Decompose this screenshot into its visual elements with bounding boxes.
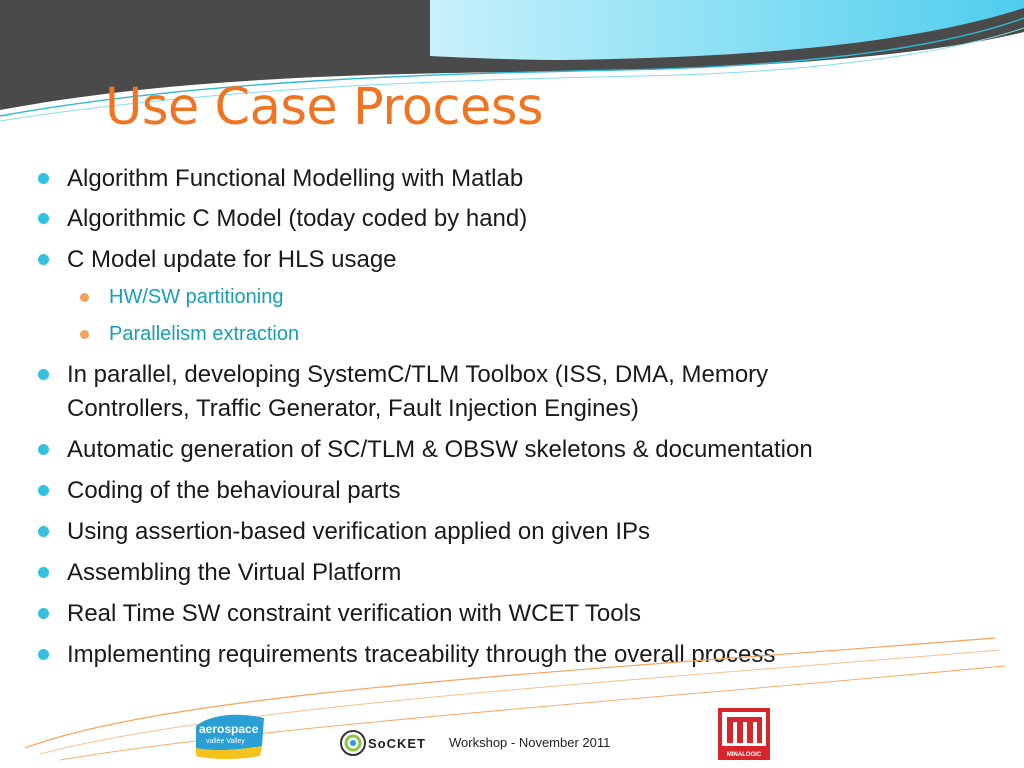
bullet-dot [38,173,49,184]
bullet-dot [38,444,49,455]
aerospace-valley-logo: aerospace vallée Valley [196,714,264,759]
sub-bullet-item: Parallelism extraction [109,323,300,345]
socket-logo-text: SoCKET [368,736,426,751]
bullet-item: C Model update for HLS usage [67,246,397,273]
bullet-item: Algorithmic C Model (today coded by hand… [67,205,528,232]
socket-logo: SoCKET [340,730,426,756]
bullet-dot [38,485,49,496]
footer-text: Workshop - November 2011 [449,735,611,750]
footer-swoosh-decoration [24,637,1006,761]
bullet-item: Coding of the behavioural parts [67,477,401,504]
bullet-dot [38,213,49,224]
minalogic-logo: MINALOGIC [718,708,770,760]
aerospace-logo-subtext: vallée Valley [206,738,245,745]
sub-bullet-dot [80,293,89,302]
aerospace-logo-text: aerospace [199,722,259,736]
bullet-item: Using assertion-based verification appli… [67,518,650,545]
bullet-item: Algorithm Functional Modelling with Matl… [67,165,524,192]
sub-bullet-item: HW/SW partitioning [109,286,284,308]
header-wave-decoration [0,0,1024,122]
sub-bullet-dot [80,330,89,339]
bullet-dot [38,608,49,619]
bullet-item: Real Time SW constraint verification wit… [67,600,641,627]
bullet-dot [38,567,49,578]
bullet-dot [38,526,49,537]
bullet-item: Automatic generation of SC/TLM & OBSW sk… [67,436,813,463]
bullet-item: In parallel, developing SystemC/TLM Tool… [67,361,769,388]
bullet-dot [38,369,49,380]
bullet-item-continuation: Controllers, Traffic Generator, Fault In… [67,395,639,422]
slide-title: Use Case Process [105,78,543,137]
bullet-dot [38,254,49,265]
bullet-dot [38,649,49,660]
minalogic-logo-text: MINALOGIC [727,752,762,758]
bullet-item: Assembling the Virtual Platform [67,559,402,586]
